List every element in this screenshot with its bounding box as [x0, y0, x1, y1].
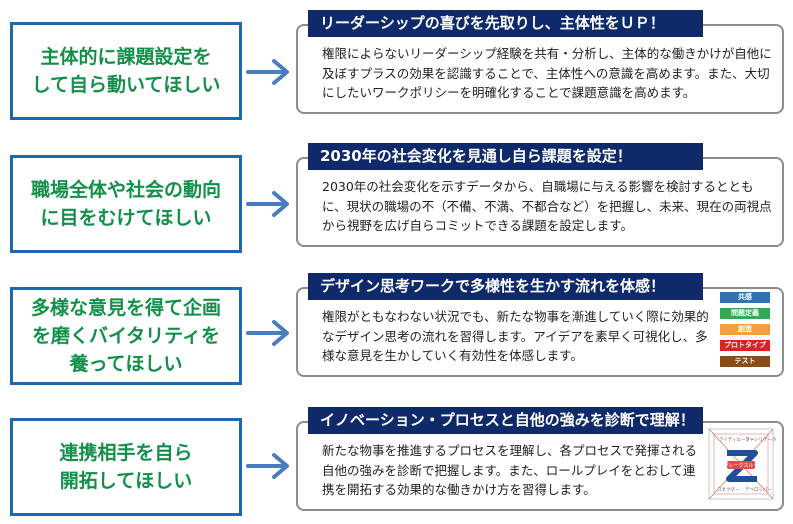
goal-text-line: 連携相手を自ら: [59, 442, 193, 464]
content-box-1: 権限によらないリーダーシップ経験を共有・分析し、主体的な働きかけが自他に及ぼすプ…: [296, 24, 784, 114]
goal-text-line: 職場全体や社会の動向: [30, 179, 221, 201]
content-description: 権限がともなわない状況でも、新たな物事を漸進していく際に効果的なデザイン思考の流…: [322, 309, 709, 363]
content-banner-3: デザイン思考ワークで多様性を生かす流れを体感！: [308, 273, 703, 300]
diagram-corner-label: デベロッパー: [745, 486, 772, 493]
goal-box-4: 連携相手を自ら 開拓してほしい: [10, 418, 242, 516]
goal-text-line: して自ら動いてほしい: [31, 74, 221, 96]
content-description: 権限によらないリーダーシップ経験を共有・分析し、主体的な働きかけが自他に及ぼすプ…: [322, 46, 772, 100]
content-banner-2: 2030年の社会変化を見通し自ら課題を設定！: [308, 143, 703, 170]
design-step: テスト: [720, 356, 770, 367]
goal-box-1: 主体的に課題設定を して自ら動いてほしい: [10, 22, 242, 120]
right-arrow-icon: [246, 453, 289, 479]
innovation-process-diagram: アイディエーター ファシリテーター コネクター デベロッパー ブレークスルー: [708, 428, 777, 500]
design-thinking-steps: 共感 問題定義 創造 プロトタイプ テスト: [720, 292, 770, 372]
diagram-center-label: ブレークスルー: [724, 462, 759, 469]
content-box-4: 新たな物事を推進するプロセスを理解し、各プロセスで発揮される自他の強みを診断で把…: [296, 421, 784, 511]
right-arrow-icon: [246, 320, 289, 346]
goal-text-line: を磨くバイタリティを: [31, 325, 221, 347]
design-step: 共感: [720, 292, 770, 303]
goal-box-2: 職場全体や社会の動向 に目をむけてほしい: [10, 155, 242, 253]
content-description: 新たな物事を推進するプロセスを理解し、各プロセスで発揮される自他の強みを診断で把…: [322, 443, 698, 497]
goal-text-line: 主体的に課題設定を: [40, 46, 212, 68]
goal-text-line: に目をむけてほしい: [40, 207, 212, 229]
diagram-corner-label: アイディエーター: [719, 436, 755, 443]
content-description: 2030年の社会変化を示すデータから、自職場に与える影響を検討するとともに、現状…: [322, 179, 772, 233]
right-arrow-icon: [246, 191, 289, 217]
diagram-corner-label: コネクター: [717, 486, 740, 493]
content-banner-1: リーダーシップの喜びを先取りし、主体性をＵＰ！: [308, 10, 703, 37]
content-banner-4: イノベーション・プロセスと自他の強みを診断で理解！: [308, 407, 703, 434]
goal-text-line: 多様な意見を得て企画: [30, 297, 221, 319]
diagram-corner-label: ファシリテーター: [745, 436, 777, 443]
goal-text-line: 養ってほしい: [69, 353, 183, 375]
goal-text-line: 開拓してほしい: [59, 470, 193, 492]
content-box-2: 2030年の社会変化を示すデータから、自職場に与える影響を検討するとともに、現状…: [296, 157, 784, 247]
design-step: 問題定義: [720, 308, 770, 319]
right-arrow-icon: [246, 59, 289, 85]
design-step: プロトタイプ: [720, 340, 770, 351]
goal-box-3: 多様な意見を得て企画 を磨くバイタリティを 養ってほしい: [10, 287, 242, 385]
content-box-3: 権限がともなわない状況でも、新たな物事を漸進していく際に効果的なデザイン思考の流…: [296, 287, 784, 377]
design-step: 創造: [720, 324, 770, 335]
